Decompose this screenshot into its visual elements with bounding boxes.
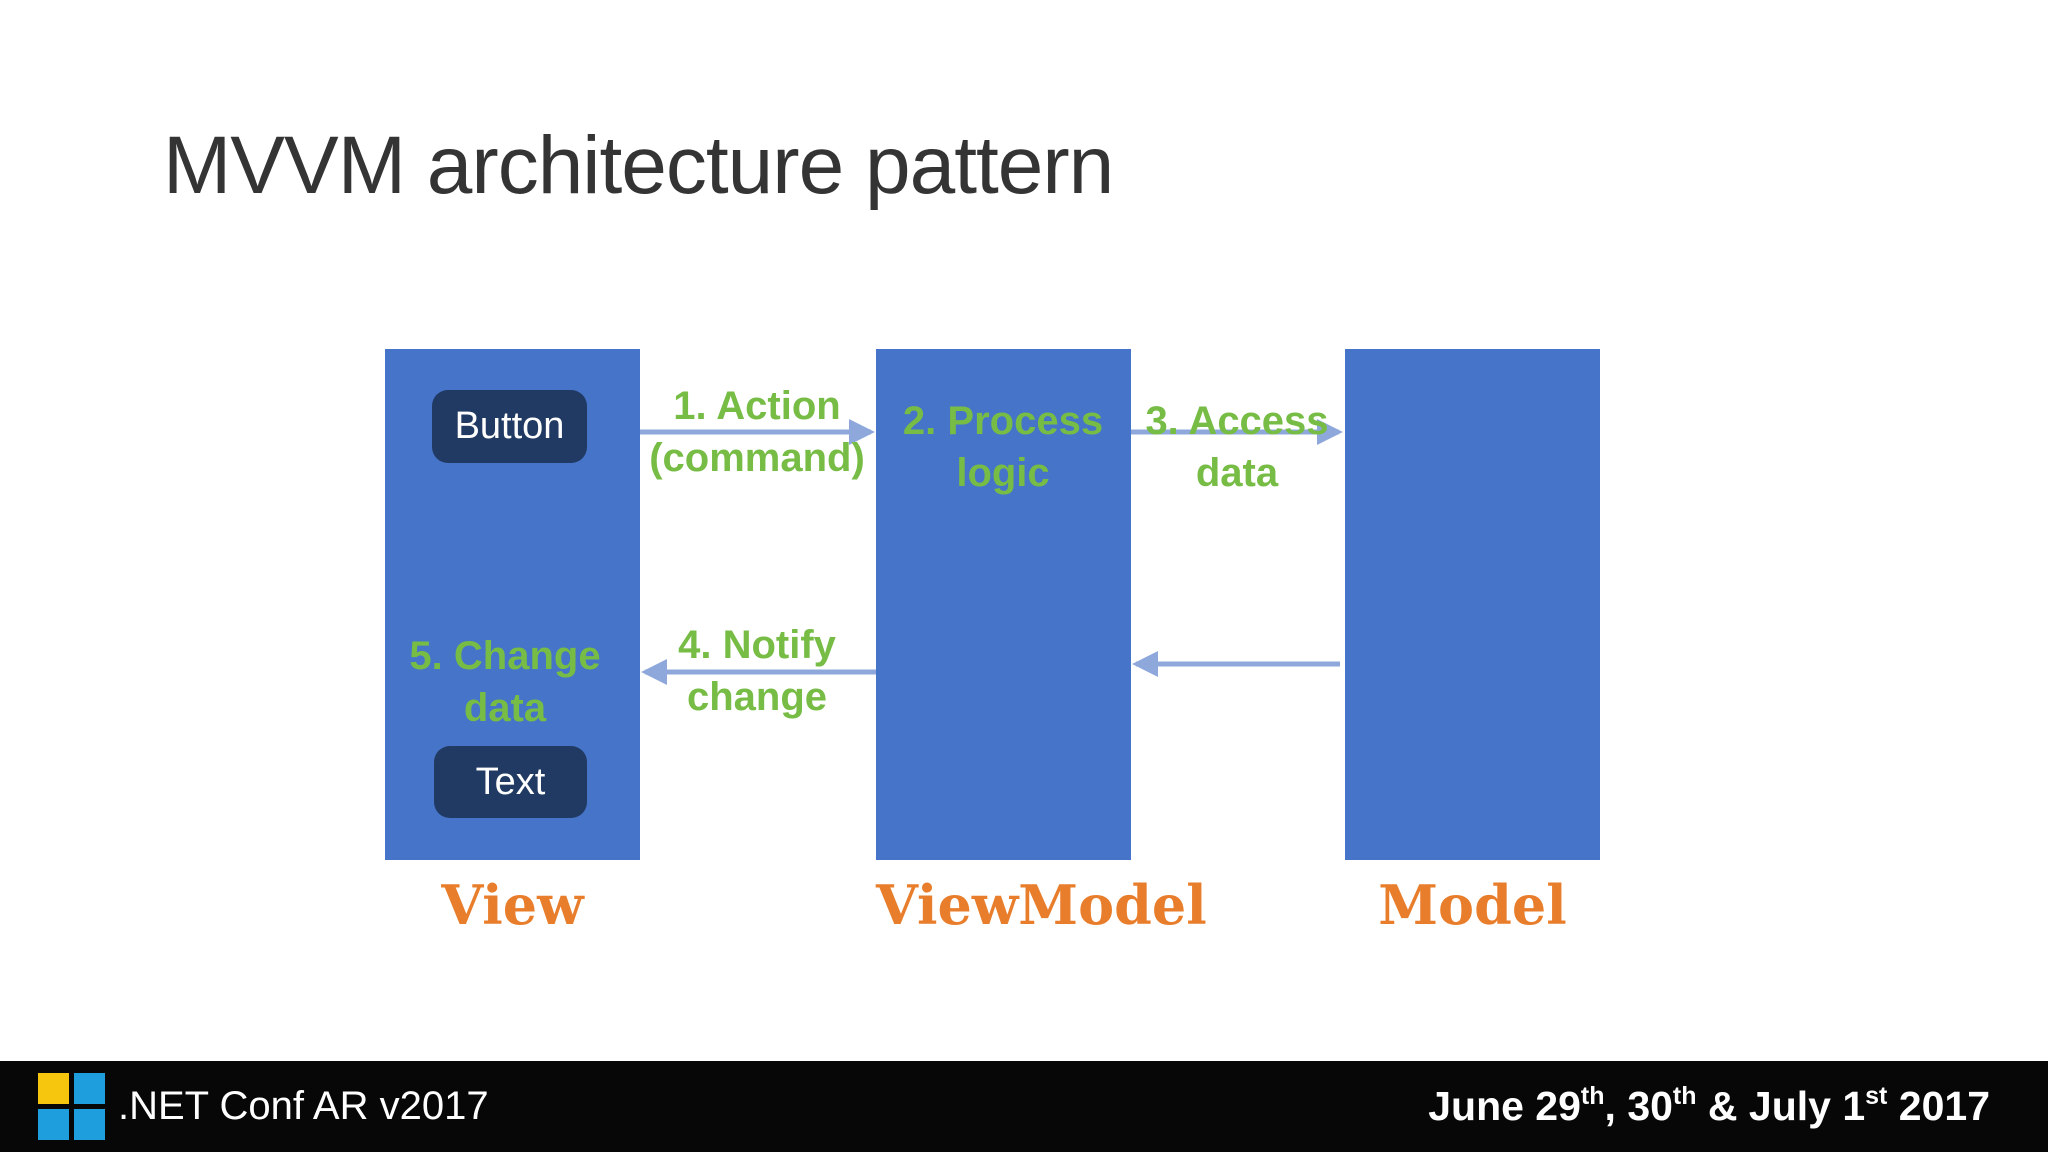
dotnet-conf-logo-icon bbox=[38, 1073, 105, 1140]
step-notify-label: 4. Notify change bbox=[678, 623, 836, 719]
text-chip: Text bbox=[434, 746, 587, 818]
logo-square-blue bbox=[74, 1073, 105, 1104]
logo-square-yellow bbox=[38, 1073, 69, 1104]
logo-square-blue bbox=[38, 1109, 69, 1140]
conference-name: .NET Conf AR v2017 bbox=[118, 1084, 489, 1128]
conference-dates: June 29th, 30th & July 1st 2017 bbox=[1428, 1082, 1990, 1129]
model-box bbox=[1345, 349, 1600, 860]
viewmodel-label: ViewModel bbox=[876, 873, 1207, 937]
footer-bar: .NET Conf AR v2017 June 29th, 30th & Jul… bbox=[0, 1061, 2048, 1152]
model-label: Model bbox=[1378, 873, 1567, 937]
view-label: View bbox=[441, 873, 584, 937]
step-change-label: 5. Change data bbox=[409, 634, 601, 730]
button-chip: Button bbox=[432, 390, 587, 463]
step-access-label: 3. Access data bbox=[1145, 399, 1329, 495]
step-process-label: 2. Process logic bbox=[902, 399, 1104, 495]
logo-square-blue bbox=[74, 1109, 105, 1140]
slide-title: MVVM architecture pattern bbox=[163, 120, 1114, 211]
step-action-label: 1. Action (command) bbox=[649, 384, 865, 480]
viewmodel-box bbox=[876, 349, 1131, 860]
